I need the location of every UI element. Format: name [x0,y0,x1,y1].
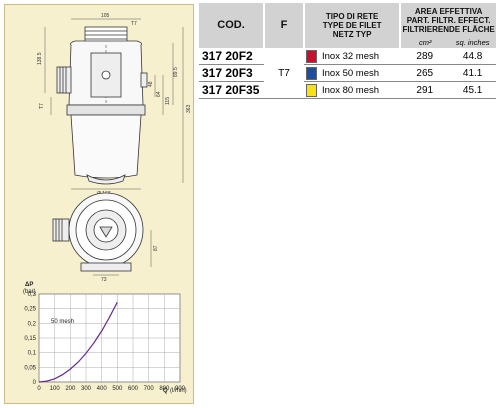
table-row: 317 20F3 Inox 50 mesh 265 41.1 [199,64,496,82]
mesh-color-swatch [304,48,319,65]
dim-87: 87 [153,245,159,251]
dim-48: 48 [148,81,154,87]
dim-thread-top: T7 [131,21,137,27]
dim-73: 73 [101,277,107,283]
mesh-color-swatch [304,64,319,82]
chart-xunit: (l/min) [170,388,187,394]
x-tick-label: 900 [175,386,186,392]
row-code: 317 20F3 [199,64,264,82]
spec-table-units: cm² sq. inches [199,37,496,48]
y-tick-label: 0,3 [28,292,37,298]
header-f: F [264,3,305,48]
spec-table: COD. F TIPO DI RETE TYPE DE FILET NETZ T… [199,3,496,99]
header-tipo: TIPO DI RETE TYPE DE FILET NETZ TYP [304,3,402,48]
x-tick-label: 600 [128,386,139,392]
dim-64: 64 [156,91,162,97]
filter-side-view [56,26,148,185]
row-cm2: 291 [400,81,450,99]
dim-width-top: 105 [101,13,110,19]
series-line-50-mesh [38,301,118,383]
x-tick-label: 300 [81,386,92,392]
x-tick-label: 700 [144,386,155,392]
header-area: AREA EFFETTIVA PART. FILTR. EFFECT. FILT… [400,3,496,37]
spec-table-header: COD. F TIPO DI RETE TYPE DE FILET NETZ T… [199,3,496,48]
y-tick-label: 0 [33,380,37,386]
table-row: 317 20F2 T7 Inox 32 mesh 289 44.8 [199,48,496,99]
row-mesh: Inox 50 mesh [319,64,401,82]
dim-inlet-thread: T7 [39,103,45,109]
header-tipo-line3: NETZ TYP [332,30,372,39]
dim-115: 115 [165,97,171,105]
x-tick-label: 0 [37,386,41,392]
row-mesh: Inox 80 mesh [319,81,401,99]
x-tick-label: 400 [97,386,108,392]
header-tipo-line1: TIPO DI RETE [325,12,379,21]
dim-363: 363 [186,104,192,113]
drawing-panel: 105 T7 138.5 89.5 48 64 115 363 T7 Ø 168… [4,4,194,404]
row-cm2: 265 [400,64,450,82]
filter-technical-drawing: 105 T7 138.5 89.5 48 64 115 363 T7 Ø 168… [23,13,192,394]
row-code: 317 20F35 [199,81,264,99]
header-area-line1: AREA EFFETTIVA [414,6,483,16]
filter-side-inlet [56,66,72,94]
table-row: 317 20F35 Inox 80 mesh 291 45.1 [199,81,496,99]
mesh-color-swatch [304,81,319,99]
header-area-line2: PART. FILTR. EFFECT. [406,15,491,25]
unit-sq: sq. inches [449,37,496,48]
chart-xlabel: Q [163,388,168,394]
x-tick-label: 500 [112,386,123,392]
dim-height-right: 89.5 [173,67,179,77]
row-cm2: 289 [400,48,450,65]
row-sq: 44.8 [449,48,496,65]
unit-cm2: cm² [400,37,450,48]
row-sq: 41.1 [449,64,496,82]
dim-height-left: 138.5 [37,52,43,65]
filter-bowl [70,114,142,179]
y-tick-label: 0,1 [28,351,37,357]
y-tick-label: 0,15 [24,336,36,342]
row-code: 317 20F2 [199,48,264,65]
row-mesh: Inox 32 mesh [319,48,401,65]
x-tick-label: 200 [65,386,76,392]
y-tick-label: 0,25 [24,307,36,313]
y-tick-label: 0,2 [28,321,37,327]
header-cod: COD. [199,3,265,48]
y-tick-label: 0,05 [24,365,36,371]
row-f-value: T7 [264,48,304,99]
chart-ylabel: ΔP [25,282,33,288]
header-tipo-line2: TYPE DE FILET [322,21,382,30]
row-sq: 45.1 [449,81,496,99]
x-tick-label: 100 [50,386,61,392]
chart-annotation: 50 mesh [51,319,74,325]
header-area-line3: FILTRIERENDE FLÄCHE [402,24,495,34]
pressure-drop-chart: ΔP (bar) 0 100 200 300 400 500 600 700 800 900 0 0,… [23,282,187,394]
chart-yunit: (bar) [23,289,36,295]
filter-clamp-ring [66,104,146,116]
filter-top-view [52,192,144,272]
x-tick-label: 800 [159,386,170,392]
